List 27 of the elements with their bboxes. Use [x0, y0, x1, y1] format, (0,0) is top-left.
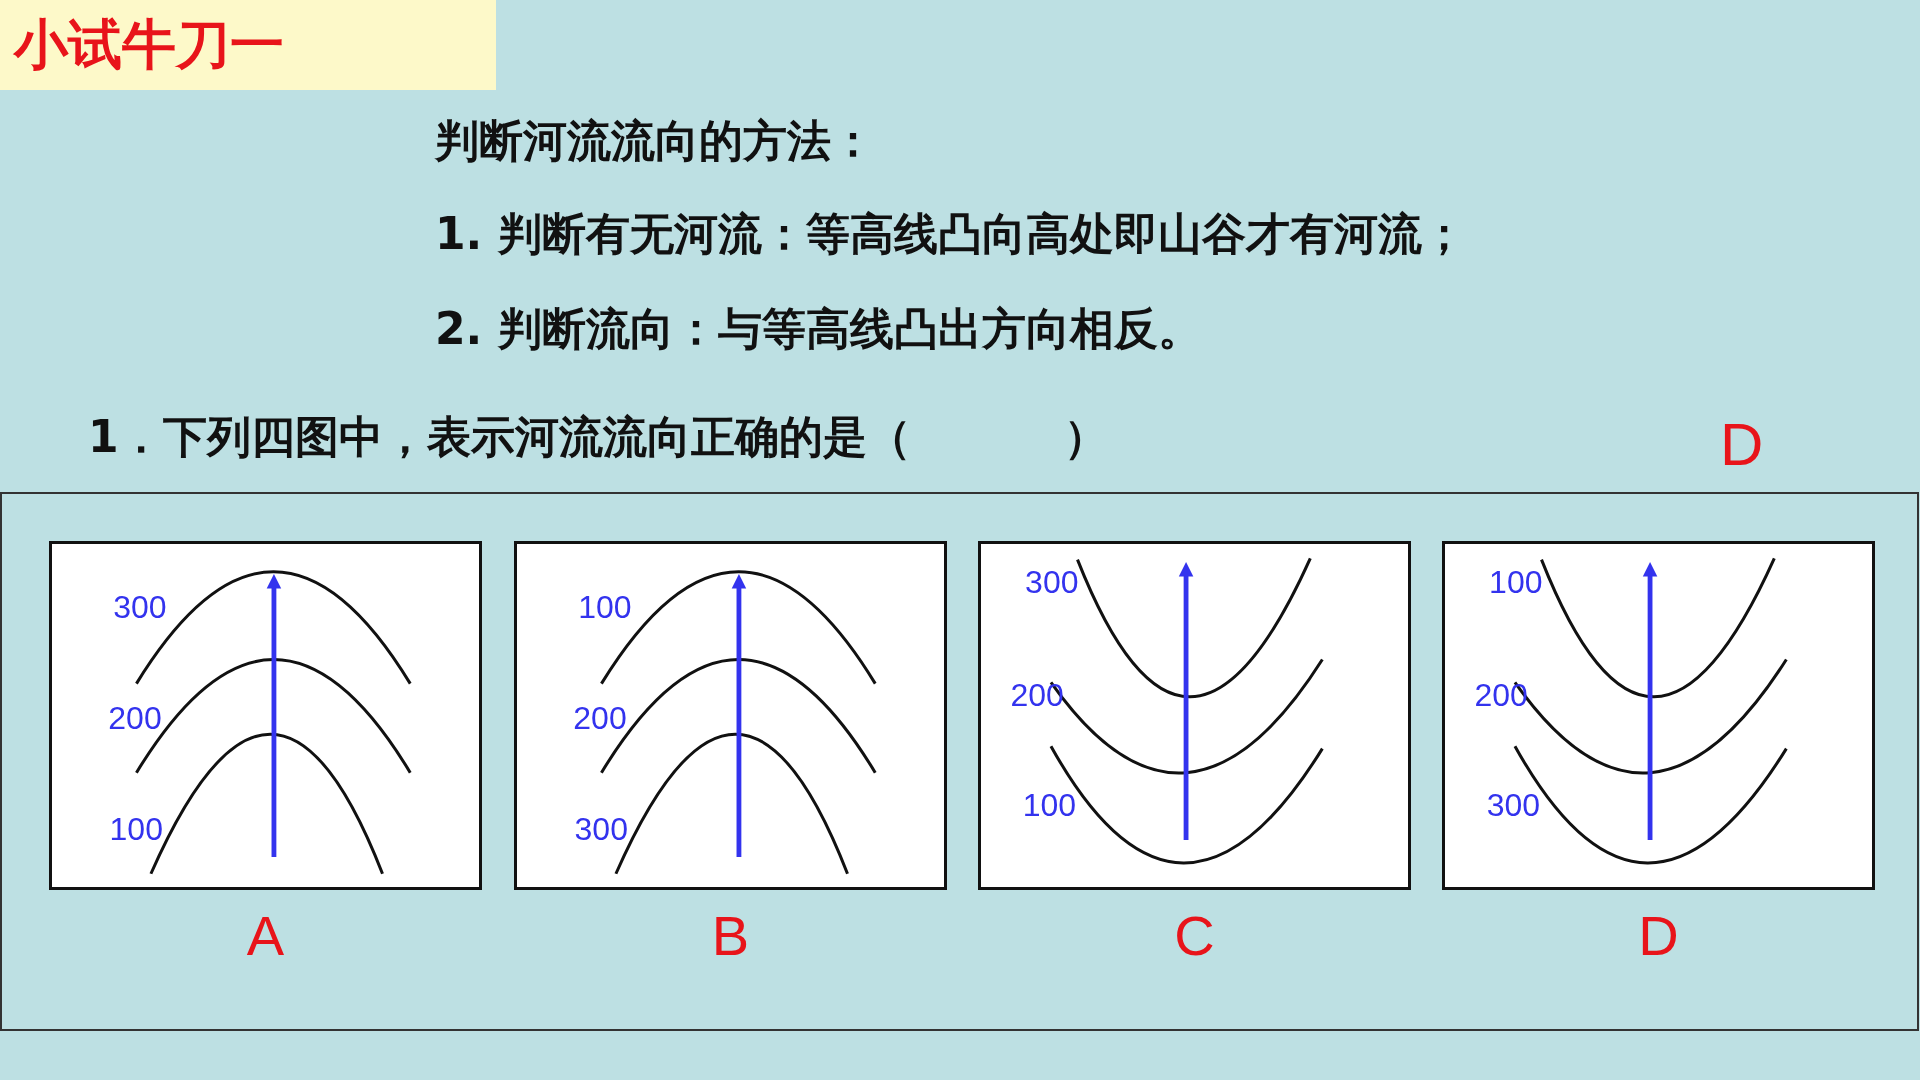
option-letter: D: [1637, 908, 1680, 964]
question-text: 1．下列四图中，表示河流流向正确的是（ ）: [88, 410, 1108, 464]
option-letter: A: [245, 908, 286, 964]
question-frame: [0, 492, 1919, 1031]
title-banner: 小试牛刀一: [0, 0, 496, 90]
answer-text: D: [1720, 415, 1764, 475]
elevation-label: 300: [113, 590, 167, 623]
heading-text: 判断河流流向的方法：: [435, 114, 875, 168]
option-letter: B: [710, 908, 751, 964]
elevation-label: 100: [1489, 566, 1543, 599]
elevation-label: 200: [1010, 678, 1064, 711]
elevation-label: 300: [1025, 566, 1079, 599]
contour-map-panel: [978, 541, 1411, 890]
option-letter: C: [1173, 908, 1216, 964]
contour-map-panel: [514, 541, 947, 890]
elevation-label: 100: [109, 813, 163, 846]
contour-map-panel: [1442, 541, 1875, 890]
elevation-label: 300: [574, 813, 628, 846]
elevation-label: 200: [108, 701, 162, 734]
contour-map-panel: [49, 541, 482, 890]
elevation-label: 100: [578, 590, 632, 623]
elevation-label: 200: [573, 701, 627, 734]
elevation-label: 200: [1474, 678, 1528, 711]
elevation-label: 300: [1486, 788, 1540, 821]
elevation-label: 100: [1022, 788, 1076, 821]
method-text: 2. 判断流向：与等高线凸出方向相反。: [435, 302, 1202, 356]
method-text: 1. 判断有无河流：等高线凸向高处即山谷才有河流；: [435, 207, 1466, 261]
